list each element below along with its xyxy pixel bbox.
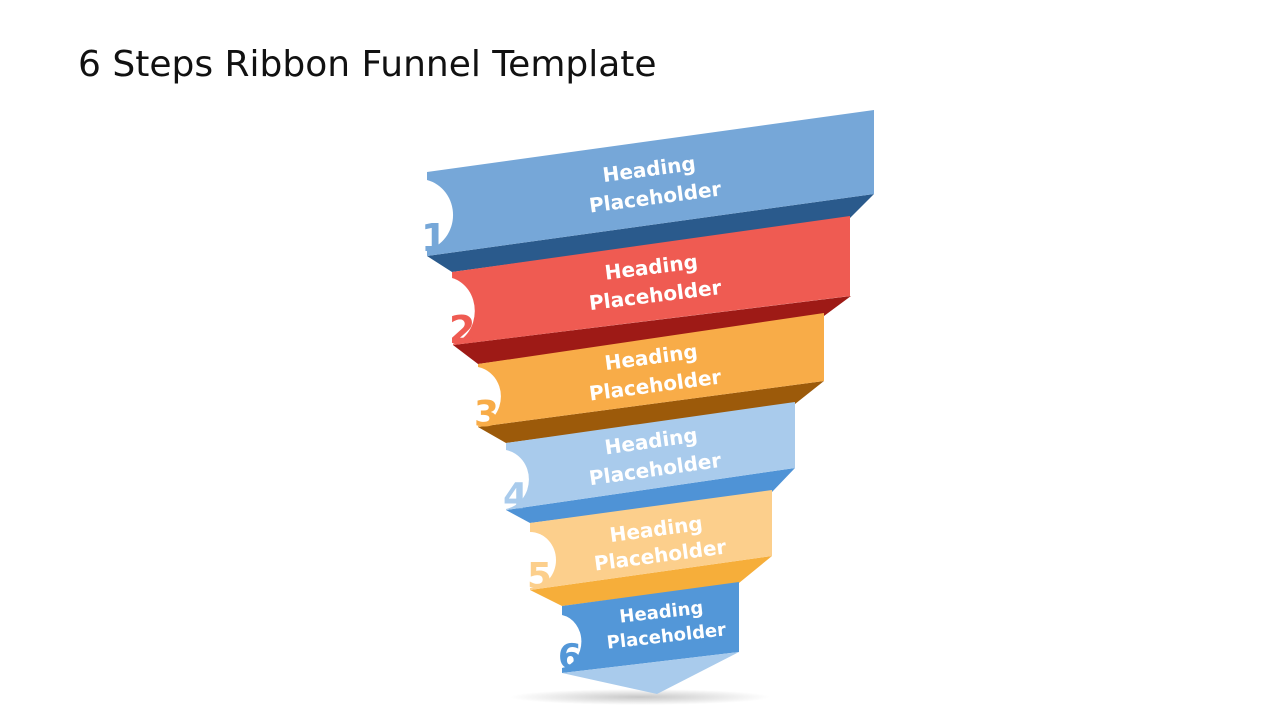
step-3-ribbon: 3 Heading Placeholder (474, 313, 824, 435)
fold-2 (453, 296, 851, 364)
funnel-shadow (510, 689, 770, 705)
step-4-ribbon: 4 Heading Placeholder (503, 402, 795, 517)
step-2-ribbon: 2 Heading Placeholder (449, 216, 850, 352)
fold-4 (506, 468, 795, 523)
step-6-number: 6 (558, 637, 582, 677)
step-4-number: 4 (503, 476, 528, 517)
slide-title: 6 Steps Ribbon Funnel Template (78, 44, 657, 85)
step-1-number: 1 (421, 216, 447, 260)
fold-5 (530, 556, 772, 606)
step-5-ribbon: 5 Heading Placeholder (527, 490, 772, 597)
step-3-number: 3 (474, 394, 499, 435)
step-5-number: 5 (527, 556, 552, 597)
fold-1 (427, 194, 874, 272)
step-1-ribbon: 1 Heading Placeholder (421, 110, 874, 260)
fold-3 (478, 381, 824, 443)
step-6-ribbon: 6 Heading Placeholder (558, 582, 739, 694)
step-2-number: 2 (449, 308, 475, 352)
